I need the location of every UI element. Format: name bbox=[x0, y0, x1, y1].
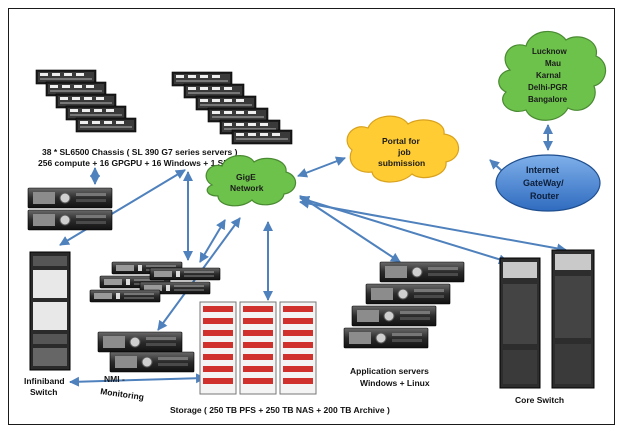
gige-label-1: GigE bbox=[236, 172, 256, 182]
portal-label-3: submission bbox=[378, 158, 425, 168]
nmi-label-2: Monitoring bbox=[100, 386, 145, 402]
chassis-stack-right bbox=[171, 71, 293, 145]
storage-racks bbox=[199, 301, 317, 395]
infiniband-label-2: Switch bbox=[30, 387, 57, 397]
gige-label-2: Network bbox=[230, 183, 264, 193]
server-pair-left bbox=[27, 187, 113, 231]
chassis-label-1: 38 * SL6500 Chassis ( SL 390 G7 series s… bbox=[42, 147, 238, 157]
portal-label-1: Portal for bbox=[382, 136, 420, 146]
arrow-chassis-infiniband bbox=[59, 169, 186, 246]
chassis-stack-left bbox=[35, 69, 137, 133]
infiniband-switch bbox=[29, 251, 71, 371]
app-servers-label-2: Windows + Linux bbox=[360, 378, 430, 388]
city-bangalore: Bangalore bbox=[528, 95, 568, 104]
portal-label-2: job bbox=[397, 147, 411, 157]
portal-cloud: Portal for job submission bbox=[346, 115, 460, 183]
server-group-center bbox=[89, 261, 221, 303]
internet-gateway-router: Internet GateWay/ Router bbox=[495, 154, 601, 212]
infiniband-label-1: Infiniband bbox=[24, 376, 65, 386]
city-delhi-pgr: Delhi-PGR bbox=[528, 83, 568, 92]
router-label-1: Internet bbox=[526, 165, 559, 175]
gige-network-cloud: GigE Network bbox=[205, 155, 297, 207]
storage-label: Storage ( 250 TB PFS + 250 TB NAS + 200 … bbox=[170, 405, 390, 415]
arrow-gige-portal bbox=[297, 156, 346, 178]
nmi-label-1: NMI - bbox=[104, 374, 125, 384]
nmi-monitoring-server bbox=[97, 331, 195, 373]
city-lucknow: Lucknow bbox=[532, 47, 567, 56]
core-switches bbox=[499, 249, 595, 389]
arrow-gige-appservers bbox=[299, 195, 401, 263]
router-label-3: Router bbox=[530, 191, 559, 201]
chassis-label-2: 256 compute + 16 GPGPU + 16 Windows + 1 … bbox=[38, 158, 236, 168]
router-label-2: GateWay/ bbox=[523, 178, 564, 188]
city-karnal: Karnal bbox=[536, 71, 561, 80]
cities-cloud: Lucknow Mau Karnal Delhi-PGR Bangalore bbox=[498, 30, 607, 121]
app-servers-label-1: Application servers bbox=[350, 366, 429, 376]
arrow-infiniband-storage bbox=[69, 373, 206, 387]
core-switch-label: Core Switch bbox=[515, 395, 564, 405]
application-servers bbox=[343, 261, 465, 349]
city-mau: Mau bbox=[545, 59, 561, 68]
arrow-gige-coreswitch-b bbox=[299, 198, 567, 254]
